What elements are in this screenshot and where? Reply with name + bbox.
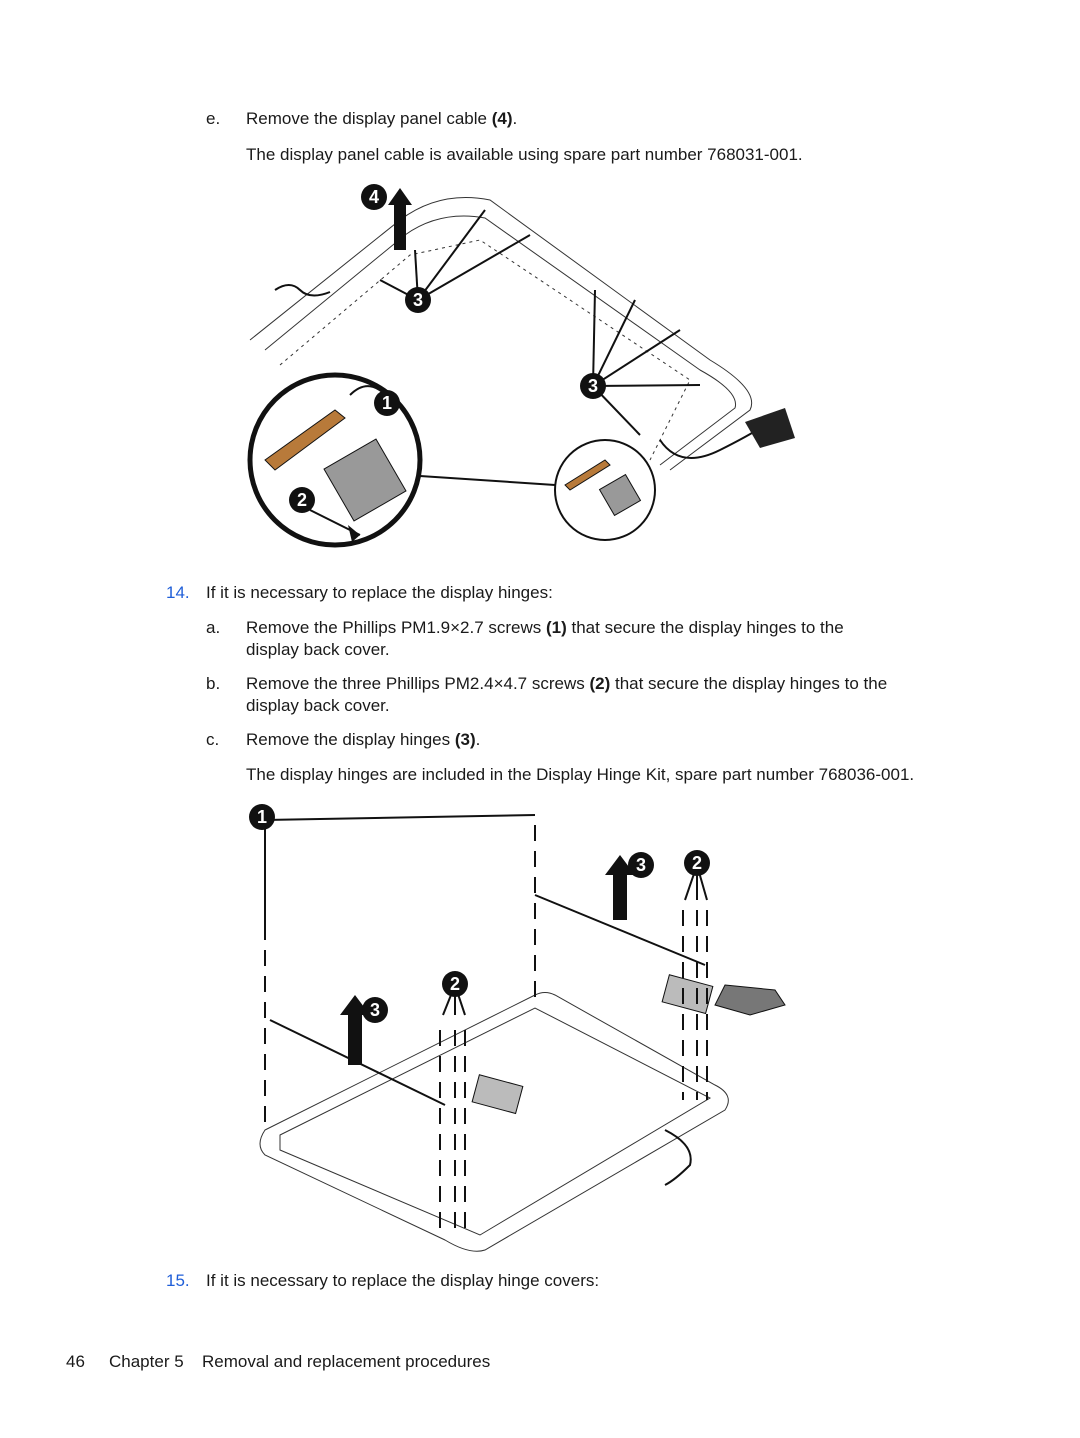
callout-3: 3 <box>370 1000 380 1020</box>
display-cable-illustration: 4 3 3 1 2 <box>247 184 795 548</box>
step-15-text: If it is necessary to replace the displa… <box>206 1271 600 1290</box>
step-14c-line1: Remove the display hinges (3). <box>246 730 481 749</box>
callout-1: 1 <box>257 807 267 827</box>
step-e-letter: e. <box>206 109 221 128</box>
step-14a-line1: Remove the Phillips PM1.9×2.7 screws (1)… <box>246 618 844 637</box>
callout-1: 1 <box>382 393 392 413</box>
step-15-number: 15. <box>166 1271 190 1290</box>
step-14b-letter: b. <box>206 674 221 693</box>
callout-2: 2 <box>297 490 307 510</box>
callout-2: 2 <box>692 853 702 873</box>
step-14b-line1: Remove the three Phillips PM2.4×4.7 scre… <box>246 674 888 693</box>
callout-4: 4 <box>369 187 379 207</box>
callout-3: 3 <box>636 855 646 875</box>
footer-chapter-title: Removal and replacement procedures <box>202 1352 491 1371</box>
page-number: 46 <box>66 1352 85 1371</box>
step-14a-letter: a. <box>206 618 221 637</box>
callout-3: 3 <box>413 290 423 310</box>
step-14b-line2: display back cover. <box>246 696 390 715</box>
step-14-text: If it is necessary to replace the displa… <box>206 583 553 602</box>
step-14a-line2: display back cover. <box>246 640 390 659</box>
callout-2: 2 <box>450 974 460 994</box>
step-e-instruction: Remove the display panel cable (4). <box>246 109 518 128</box>
step-14-number: 14. <box>166 583 190 602</box>
step-e-note: The display panel cable is available usi… <box>246 145 803 164</box>
step-14c-letter: c. <box>206 730 220 749</box>
display-hinges-illustration: 1 2 2 3 3 <box>249 804 786 1252</box>
footer-chapter: Chapter 5 <box>109 1352 184 1371</box>
callout-3: 3 <box>588 376 598 396</box>
step-14c-note: The display hinges are included in the D… <box>246 765 915 784</box>
